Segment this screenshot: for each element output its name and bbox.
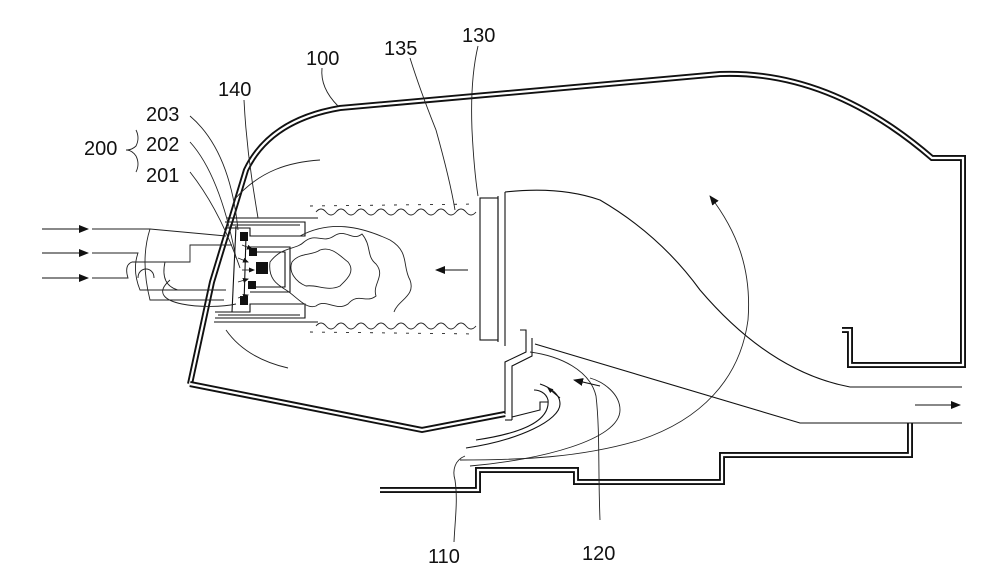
combustion-tube	[436, 190, 850, 387]
label-135: 135	[384, 38, 417, 60]
label-201: 201	[146, 165, 179, 187]
label-200: 200	[84, 138, 117, 160]
label-202: 202	[146, 134, 179, 156]
label-203: 203	[146, 104, 179, 126]
flame	[270, 226, 412, 312]
flue-gas-wisps	[310, 204, 478, 334]
bottom-duct-wall	[380, 423, 910, 490]
label-110: 110	[428, 546, 460, 568]
label-120: 120	[582, 543, 615, 565]
housing-outline	[190, 74, 963, 430]
label-130: 130	[462, 25, 495, 47]
label-100: 100	[306, 48, 339, 70]
lower-inlet-baffle	[454, 330, 910, 542]
label-140: 140	[218, 79, 251, 101]
outlet-channel	[806, 387, 962, 423]
